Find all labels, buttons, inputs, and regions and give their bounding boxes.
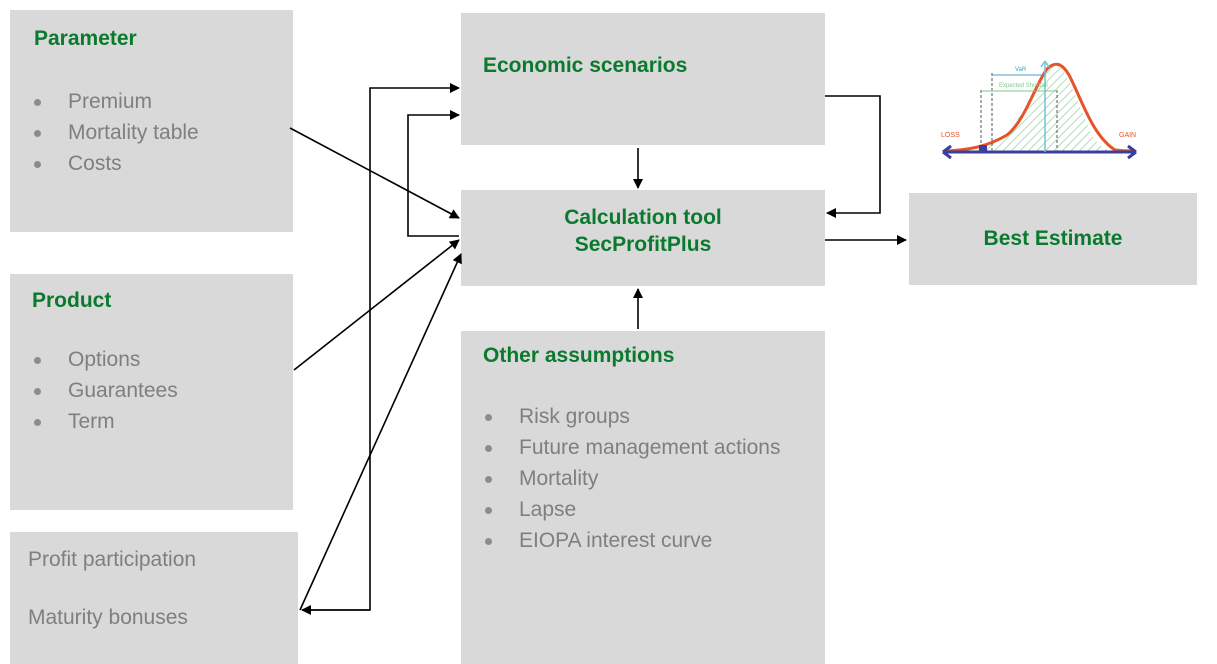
arrow-profit-to-calc (299, 253, 462, 611)
list-item: EIOPA interest curve (481, 525, 781, 556)
arrow-product-to-calc (293, 239, 460, 371)
list-item: Lapse (481, 494, 781, 525)
product-title: Product (32, 289, 112, 312)
list-item: Mortality (481, 463, 781, 494)
list-item: Future management actions (481, 432, 781, 463)
axis-right-arrow (1127, 144, 1137, 160)
list-item: Guarantees (30, 375, 178, 406)
parameter-box: Parameter Premium Mortality table Costs (10, 10, 293, 232)
list-item: Premium (30, 86, 199, 117)
economic-scenarios-box: Economic scenarios (461, 13, 825, 145)
economic-scenarios-title: Economic scenarios (483, 54, 688, 77)
list-item: Costs (30, 148, 199, 179)
calculation-tool-box: Calculation tool SecProfitPlus (461, 190, 825, 286)
risk-distribution-chart: VaR Expected Shortfall LOSS GAIN (941, 60, 1137, 160)
list-item: Mortality table (30, 117, 199, 148)
arrow-calc-economic-loop (407, 110, 460, 237)
profit-participation-label: Profit participation (28, 548, 197, 571)
distribution-curve (946, 62, 1136, 153)
other-assumptions-list: Risk groups Future management actions Mo… (481, 401, 781, 556)
target-marker-arrow (1040, 60, 1050, 68)
parameter-list: Premium Mortality table Costs (30, 86, 199, 179)
maturity-bonuses-label: Maturity bonuses (28, 606, 188, 629)
arrow-economic-feedback (825, 95, 881, 218)
product-box: Product Options Guarantees Term (10, 274, 293, 510)
gain-label: GAIN (1119, 132, 1136, 139)
loss-tail-marker (979, 145, 987, 151)
profit-box: Profit participation Maturity bonuses (10, 532, 298, 664)
list-item: Risk groups (481, 401, 781, 432)
best-estimate-title: Best Estimate (983, 227, 1123, 250)
list-item: Options (30, 344, 178, 375)
calculation-tool-subtitle: SecProfitPlus (574, 233, 712, 256)
arrow-parameter-to-calc (289, 127, 460, 219)
product-list: Options Guarantees Term (30, 344, 178, 437)
var-label: VaR (1015, 67, 1027, 73)
es-label: Expected Shortfall (999, 83, 1048, 89)
list-item: Term (30, 406, 178, 437)
arrow-profit-to-economic (311, 83, 460, 611)
other-assumptions-title: Other assumptions (483, 344, 675, 367)
parameter-title: Parameter (34, 27, 137, 50)
calculation-tool-title: Calculation tool (564, 206, 722, 229)
best-estimate-box: Best Estimate (909, 193, 1197, 285)
axis-left-arrow (942, 144, 952, 160)
other-assumptions-box: Other assumptions Risk groups Future man… (461, 331, 825, 664)
loss-label: LOSS (941, 132, 960, 139)
